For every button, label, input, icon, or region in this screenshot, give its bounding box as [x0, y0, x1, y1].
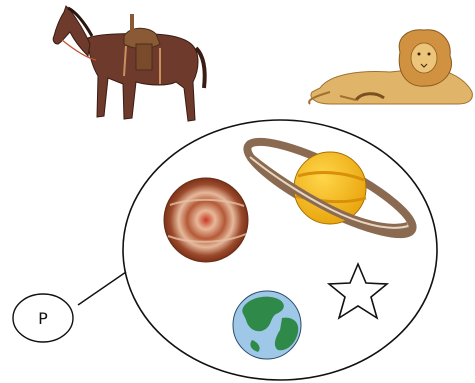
jupiter-planet-icon — [164, 178, 248, 262]
earth-planet-icon — [233, 291, 301, 359]
label-connector-line — [78, 272, 126, 305]
set-label-text: P — [38, 309, 48, 328]
horse-icon — [53, 6, 205, 121]
saturn-planet-icon — [238, 127, 422, 250]
lion-icon — [309, 30, 472, 104]
star-icon — [329, 264, 387, 318]
set-label: P — [13, 294, 73, 342]
